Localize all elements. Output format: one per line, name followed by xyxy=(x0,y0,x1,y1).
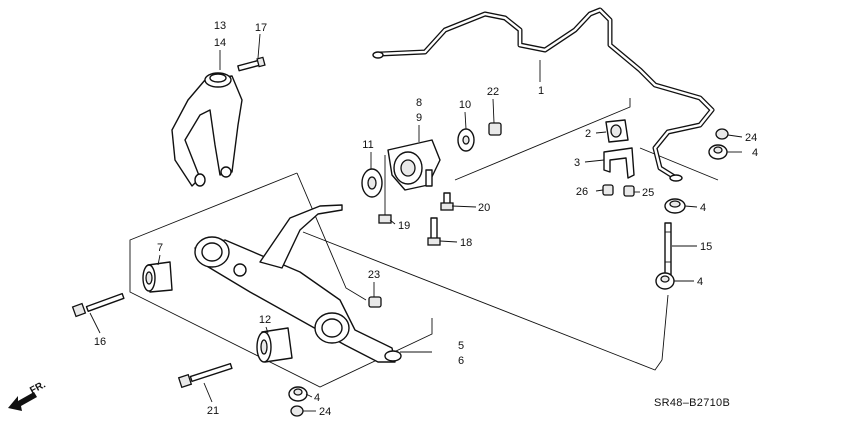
label-4-link-lower: 4 xyxy=(697,276,703,288)
label-20: 20 xyxy=(478,202,490,214)
label-15: 15 xyxy=(700,241,712,253)
nut-24-upper-right xyxy=(715,128,729,140)
stabilizer-bushing-2 xyxy=(605,119,629,143)
bushing-7 xyxy=(142,261,173,293)
diagram-code: SR48–B2710B xyxy=(654,397,730,409)
washer-11 xyxy=(361,168,383,198)
stabilizer-bar xyxy=(372,7,715,182)
bolt-17 xyxy=(237,56,266,72)
label-4-link-upper: 4 xyxy=(700,202,706,214)
label-9: 9 xyxy=(416,112,422,124)
bolt-25 xyxy=(623,185,635,197)
label-13: 13 xyxy=(214,20,226,32)
part-labels: 13 14 17 1 2 3 8 9 10 22 11 19 20 18 23 … xyxy=(94,20,758,418)
label-24-bottom: 24 xyxy=(319,406,331,418)
nut-22 xyxy=(488,122,502,136)
bolt-20 xyxy=(440,192,454,211)
bolt-18 xyxy=(427,217,441,246)
washer-10 xyxy=(457,128,475,152)
bolt-16 xyxy=(71,292,125,318)
leader-lines xyxy=(89,33,743,412)
bolt-26 xyxy=(602,184,614,196)
label-6: 6 xyxy=(458,355,464,367)
lower-control-arm xyxy=(194,204,402,363)
label-1: 1 xyxy=(538,85,544,97)
label-3: 3 xyxy=(574,157,580,169)
label-26: 26 xyxy=(576,186,588,198)
front-direction-arrow: FR. xyxy=(8,379,48,411)
label-14: 14 xyxy=(214,37,226,49)
label-7: 7 xyxy=(157,242,163,254)
label-11: 11 xyxy=(362,139,373,151)
label-21: 21 xyxy=(207,405,219,417)
label-24-right: 24 xyxy=(745,132,757,144)
nut-4-link-lower xyxy=(655,272,675,290)
label-22: 22 xyxy=(487,86,499,98)
stabilizer-holder-3 xyxy=(603,147,635,179)
nut-23 xyxy=(368,296,382,308)
label-19: 19 xyxy=(398,220,410,232)
nut-24-bottom xyxy=(290,405,304,417)
label-16: 16 xyxy=(94,336,106,348)
nut-4-upper-right xyxy=(708,144,728,160)
label-17: 17 xyxy=(255,22,267,34)
direction-label: FR. xyxy=(28,379,48,396)
label-10: 10 xyxy=(459,99,471,111)
radius-fork xyxy=(171,72,243,187)
label-12: 12 xyxy=(259,314,271,326)
bolt-21 xyxy=(177,362,233,389)
arrow-icon xyxy=(8,392,37,411)
nut-4-link-upper xyxy=(664,198,686,214)
bolt-19 xyxy=(378,155,392,224)
label-25: 25 xyxy=(642,187,654,199)
label-4-bottom: 4 xyxy=(314,392,320,404)
nut-4-bottom xyxy=(288,386,308,402)
label-8: 8 xyxy=(416,97,422,109)
label-23: 23 xyxy=(368,269,380,281)
stabilizer-link-15 xyxy=(664,222,672,276)
label-4-right: 4 xyxy=(752,147,758,159)
label-5: 5 xyxy=(458,340,464,352)
label-18: 18 xyxy=(460,237,472,249)
compliance-bushing-bracket xyxy=(387,139,441,191)
bushing-12 xyxy=(256,327,293,363)
label-2: 2 xyxy=(585,128,591,140)
